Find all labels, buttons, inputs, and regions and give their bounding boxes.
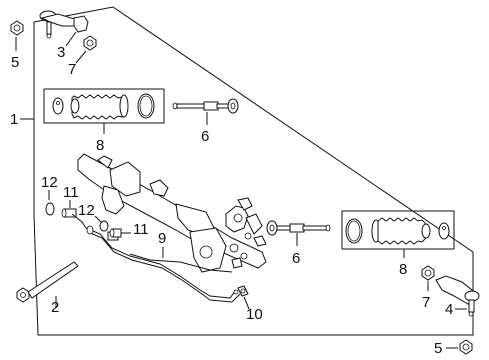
jam-nut-bottom	[421, 265, 435, 281]
jam-nut-top	[83, 35, 97, 51]
mounting-bolt	[16, 261, 79, 303]
callout-2: 2	[51, 299, 59, 316]
callout-12-top: 12	[41, 174, 58, 191]
leader-3	[65, 31, 77, 47]
callout-1: 1	[10, 111, 18, 128]
nut-bottom-right	[459, 339, 473, 355]
boot-kit-box-bottom	[341, 210, 455, 250]
callout-8-top: 8	[96, 137, 104, 154]
outer-tie-rod-end-top	[39, 10, 89, 39]
callout-8-bottom: 8	[399, 261, 407, 278]
callout-11-bottom: 11	[133, 221, 149, 238]
callout-10: 10	[246, 306, 263, 323]
leader-12-bottom	[94, 215, 102, 223]
rack-and-pinion-housing	[77, 153, 267, 273]
fitting-bottom	[109, 228, 122, 238]
o-ring-bottom	[99, 220, 109, 232]
callout-3: 3	[57, 44, 65, 61]
callout-11-top: 11	[63, 184, 79, 201]
callout-5-bottom: 5	[434, 340, 442, 357]
callout-4: 4	[445, 301, 453, 318]
inner-tie-rod-bottom	[266, 220, 331, 236]
callout-5-top: 5	[11, 54, 19, 71]
boot-kit-top-parts	[52, 93, 155, 120]
leader-7-top	[75, 50, 87, 64]
fitting-top	[61, 208, 77, 218]
callout-7-top: 7	[68, 61, 76, 78]
callout-7-bottom: 7	[422, 294, 430, 311]
fitting-10	[237, 285, 249, 297]
leader-10	[243, 296, 250, 310]
boot-kit-bottom-parts	[345, 217, 450, 245]
callout-12-bottom: 12	[78, 202, 95, 219]
assembly-frame	[33, 6, 474, 336]
callout-6-top: 6	[201, 128, 209, 145]
callout-6-bottom: 6	[292, 250, 300, 267]
callout-9: 9	[158, 230, 166, 247]
outer-tie-rod-end-bottom	[435, 275, 480, 317]
nut-top-left	[10, 20, 24, 36]
inner-tie-rod-top	[172, 98, 239, 114]
o-ring-top	[45, 202, 55, 216]
